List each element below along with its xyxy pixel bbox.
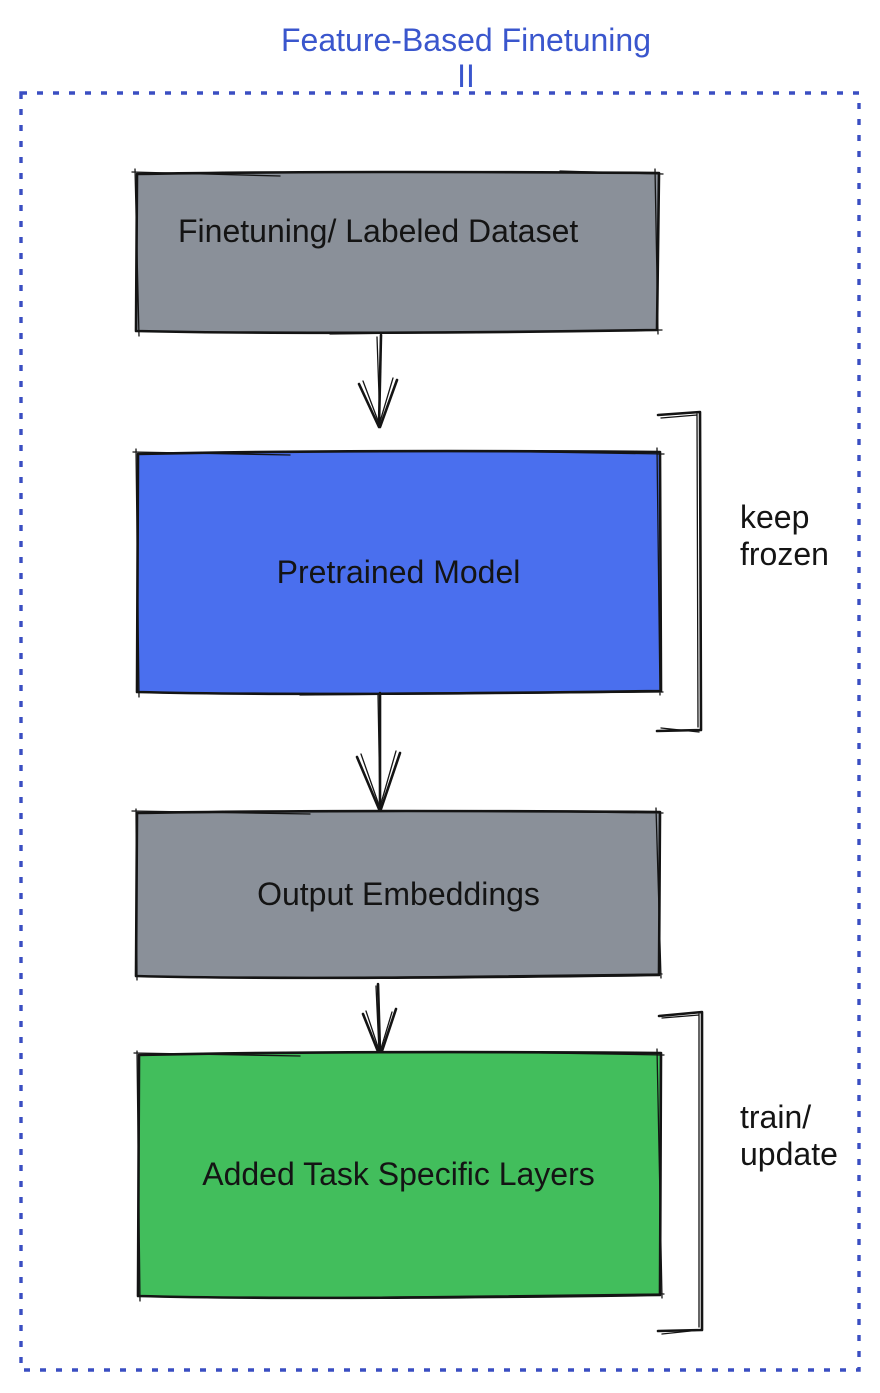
train-update-note-line1: train/ bbox=[740, 1099, 812, 1135]
pretrained-box-label-text: Pretrained Model bbox=[276, 554, 521, 590]
embeddings-box-label-text: Output Embeddings bbox=[257, 875, 540, 912]
task-layers-box-shape bbox=[136, 1050, 663, 1300]
keep-frozen-note: keep frozen bbox=[740, 499, 870, 573]
keep-frozen-note-line1: keep bbox=[740, 499, 810, 535]
dataset-box-sketch bbox=[131, 168, 664, 337]
page-title: Feature-Based Finetuning II bbox=[281, 22, 651, 94]
pretrained-box-label: Pretrained Model bbox=[137, 453, 660, 691]
arrow-dataset-to-pretrained bbox=[357, 333, 399, 429]
embeddings-box-label: Output Embeddings bbox=[137, 812, 660, 975]
arrow-embeddings-to-task-layers bbox=[361, 982, 398, 1056]
train-update-note-line2: update bbox=[740, 1136, 838, 1172]
train-update-note: train/ update bbox=[740, 1099, 870, 1173]
dataset-box-shape bbox=[134, 170, 661, 335]
embeddings-box-shape bbox=[134, 809, 662, 980]
dataset-box-label: Finetuning/ Labeled Dataset bbox=[178, 213, 579, 249]
dotted-border bbox=[19, 91, 861, 1372]
task-layers-box-sketch bbox=[133, 1048, 665, 1302]
pretrained-box-shape bbox=[135, 449, 663, 696]
keep-frozen-note-line2: frozen bbox=[740, 536, 829, 572]
keep-frozen-bracket bbox=[655, 410, 703, 733]
task-layers-box-label: Added Task Specific Layers bbox=[137, 1053, 660, 1295]
task-layers-box-label-text: Added Task Specific Layers bbox=[202, 1156, 595, 1192]
arrow-pretrained-to-embeddings bbox=[355, 691, 402, 811]
train-update-bracket bbox=[656, 1010, 704, 1335]
pretrained-box-sketch bbox=[132, 447, 665, 698]
embeddings-box-sketch bbox=[131, 807, 664, 981]
